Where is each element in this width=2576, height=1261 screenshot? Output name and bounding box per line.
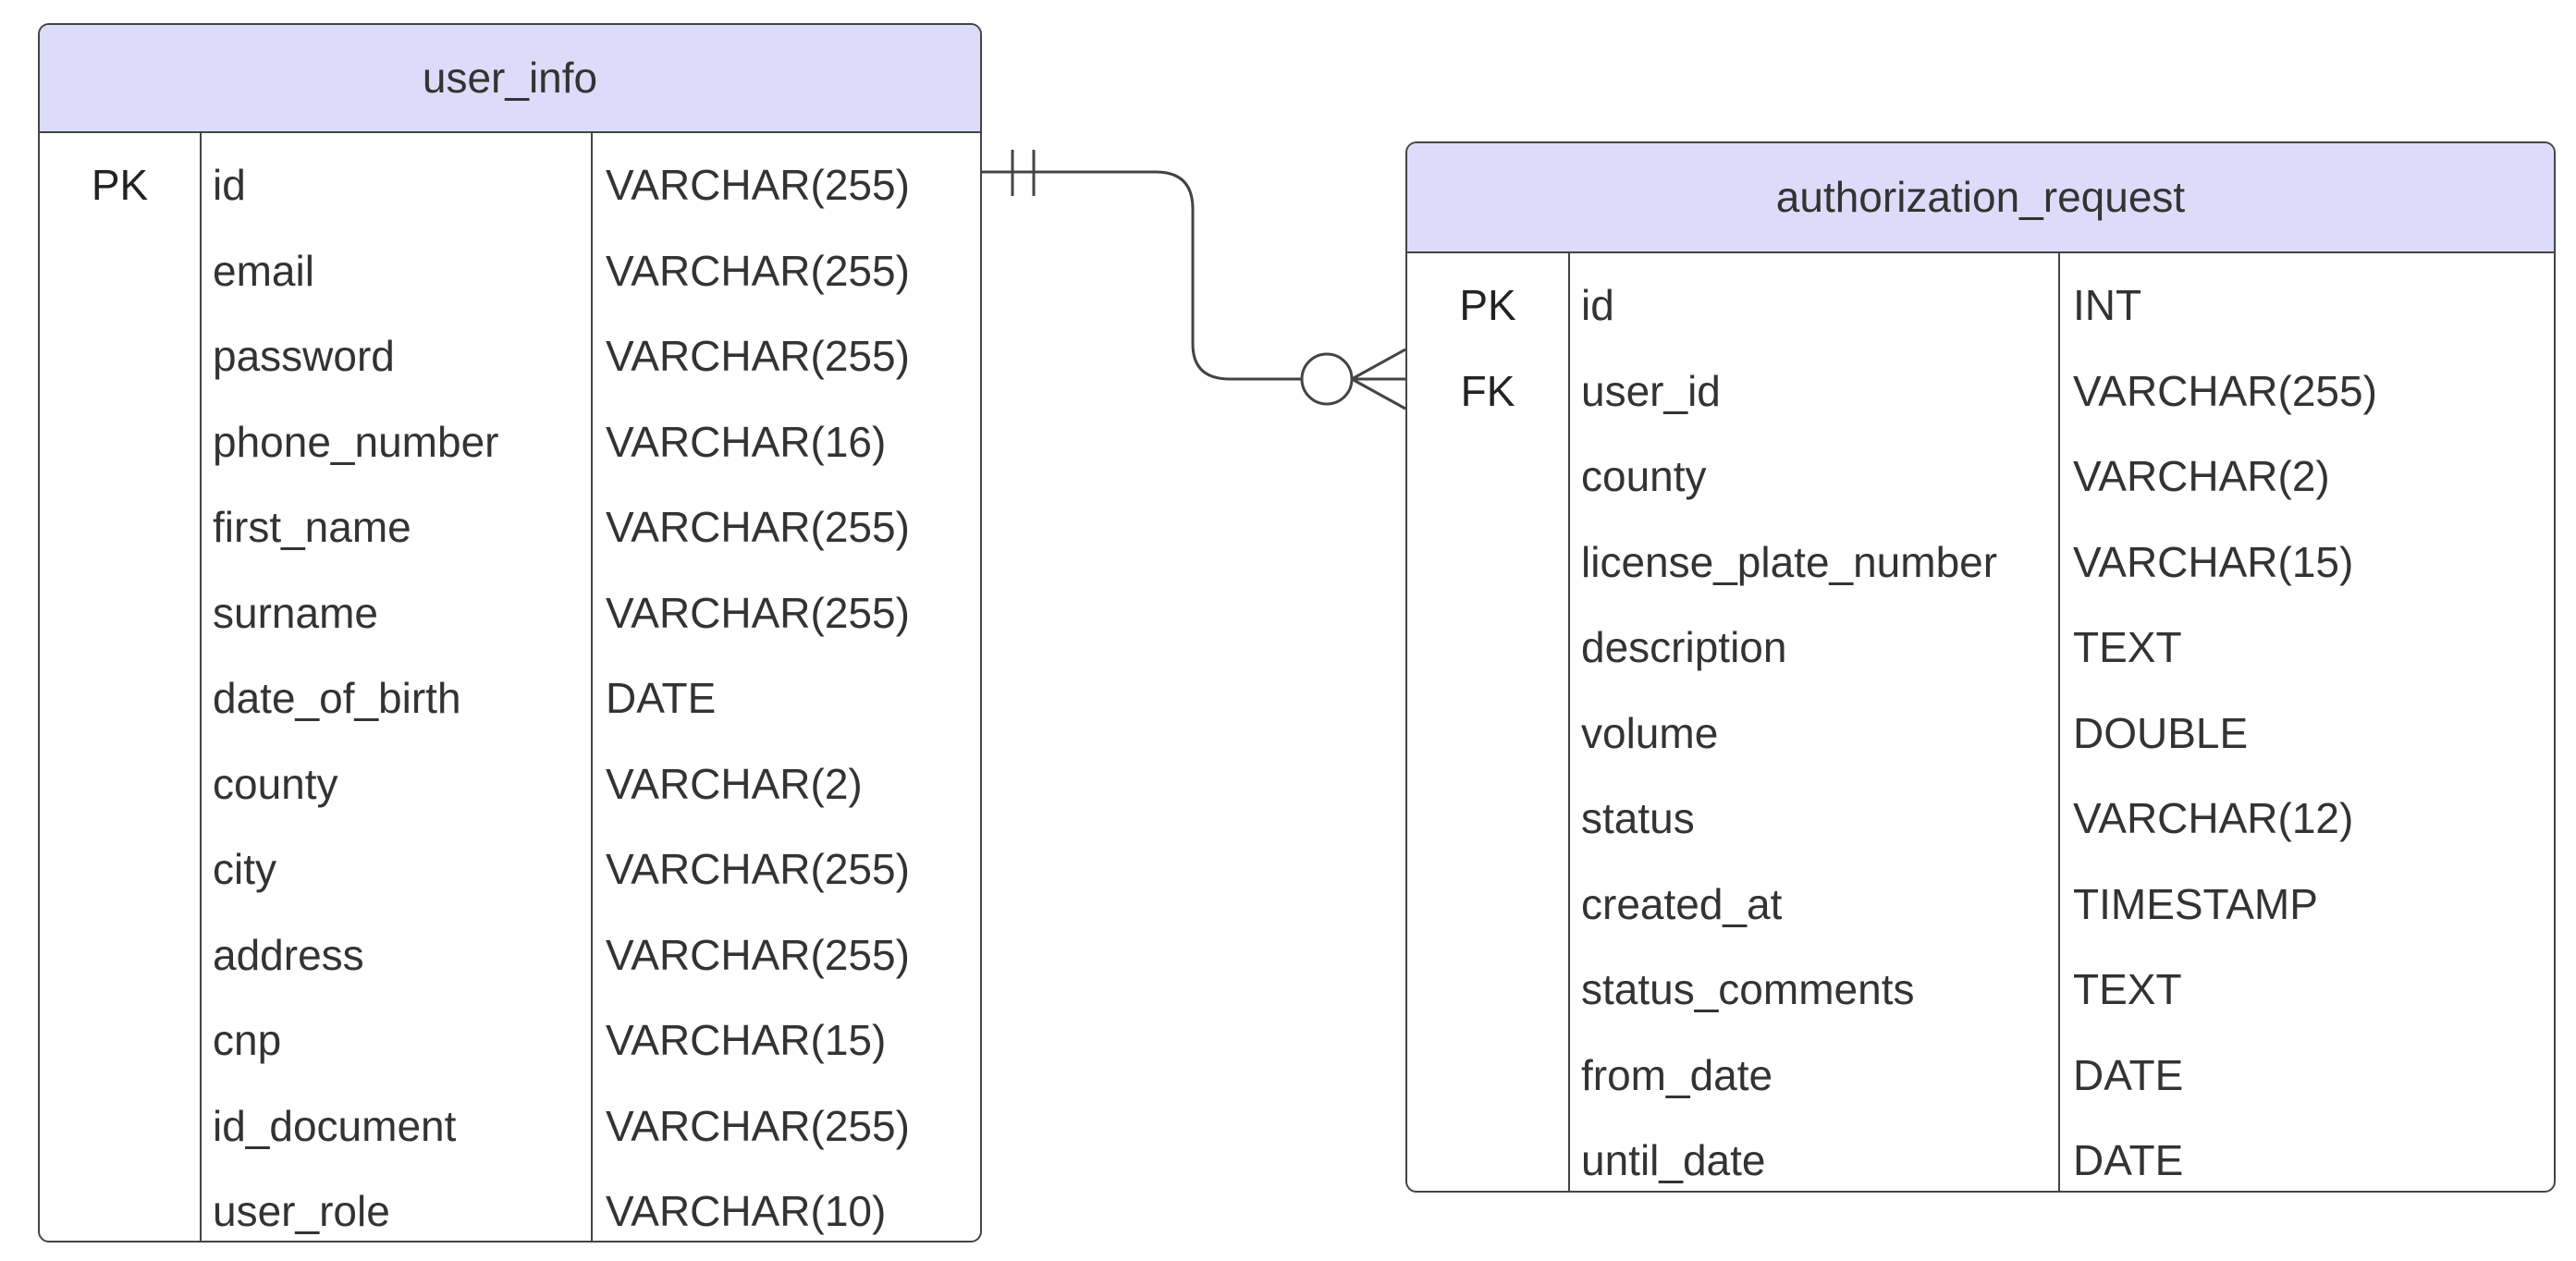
- user-info-row-county[interactable]: county VARCHAR(2): [40, 741, 980, 827]
- column-name: email: [213, 246, 314, 295]
- column-name: id_document: [213, 1101, 457, 1150]
- column-type: VARCHAR(15): [606, 1016, 887, 1065]
- user-info-row-date-of-birth[interactable]: date_of_birth DATE: [40, 655, 980, 741]
- user-info-row-cnp[interactable]: cnp VARCHAR(15): [40, 998, 980, 1083]
- column-name: address: [213, 930, 364, 979]
- authorization-request-table[interactable]: authorization_request PK id INT FK user_…: [1405, 141, 2556, 1193]
- column-name: phone_number: [213, 417, 499, 466]
- user-info-row-phone-number[interactable]: phone_number VARCHAR(16): [40, 399, 980, 485]
- relationship-line: [982, 170, 1302, 381]
- authorization-request-row-volume[interactable]: volume DOUBLE: [1407, 691, 2554, 777]
- column-name: user_role: [213, 1187, 390, 1236]
- user-info-title: user_info: [40, 25, 980, 133]
- authorization-request-key-divider: [1568, 253, 1570, 1191]
- user-info-row-password[interactable]: password VARCHAR(255): [40, 313, 980, 399]
- column-type: DATE: [606, 674, 717, 723]
- column-type: VARCHAR(255): [606, 332, 910, 381]
- column-type: VARCHAR(2): [606, 759, 863, 808]
- column-type: VARCHAR(255): [606, 1101, 910, 1150]
- user-info-table[interactable]: user_info PK id VARCHAR(255) email VARCH…: [38, 23, 982, 1243]
- column-type: INT: [2073, 281, 2142, 330]
- user-info-row-user-role[interactable]: user_role VARCHAR(10): [40, 1169, 980, 1241]
- column-name: license_plate_number: [1581, 537, 1998, 586]
- crows-foot-bottom: [1351, 377, 1406, 410]
- authorization-request-type-divider: [2058, 253, 2060, 1191]
- authorization-request-row-id[interactable]: PK id INT: [1407, 263, 2554, 349]
- key-label: PK: [91, 161, 149, 210]
- authorization-request-title: authorization_request: [1407, 143, 2554, 253]
- column-name: status: [1581, 794, 1695, 843]
- column-type: VARCHAR(16): [606, 417, 887, 466]
- user-info-body: PK id VARCHAR(255) email VARCHAR(255) pa…: [40, 133, 980, 1241]
- column-name: county: [213, 759, 338, 808]
- column-name: date_of_birth: [213, 674, 461, 723]
- authorization-request-row-license-plate-number[interactable]: license_plate_number VARCHAR(15): [1407, 520, 2554, 606]
- column-type: VARCHAR(255): [606, 588, 910, 637]
- user-info-type-divider: [591, 133, 593, 1241]
- authorization-request-row-created-at[interactable]: created_at TIMESTAMP: [1407, 862, 2554, 948]
- authorization-request-row-status[interactable]: status VARCHAR(12): [1407, 776, 2554, 862]
- authorization-request-row-user-id[interactable]: FK user_id VARCHAR(255): [1407, 349, 2554, 435]
- column-name: id: [1581, 281, 1614, 330]
- user-info-key-divider: [200, 133, 202, 1241]
- crows-foot-top: [1351, 348, 1406, 381]
- column-type: TEXT: [2073, 623, 2182, 672]
- zero-circle: [1300, 352, 1354, 406]
- column-name: created_at: [1581, 879, 1783, 928]
- column-type: VARCHAR(255): [606, 845, 910, 894]
- user-info-row-surname[interactable]: surname VARCHAR(255): [40, 570, 980, 656]
- column-type: VARCHAR(255): [606, 161, 910, 210]
- column-type: VARCHAR(15): [2073, 537, 2354, 586]
- column-name: surname: [213, 588, 378, 637]
- column-name: password: [213, 332, 395, 381]
- column-type: VARCHAR(10): [606, 1187, 887, 1236]
- column-name: id: [213, 161, 246, 210]
- user-info-row-id-document[interactable]: id_document VARCHAR(255): [40, 1083, 980, 1169]
- user-info-row-email[interactable]: email VARCHAR(255): [40, 228, 980, 314]
- column-type: DOUBLE: [2073, 708, 2249, 757]
- column-type: DATE: [2073, 1136, 2184, 1185]
- authorization-request-row-from-date[interactable]: from_date DATE: [1407, 1033, 2554, 1119]
- column-type: VARCHAR(255): [606, 503, 910, 552]
- column-name: cnp: [213, 1016, 282, 1065]
- user-info-row-city[interactable]: city VARCHAR(255): [40, 826, 980, 912]
- user-info-row-id[interactable]: PK id VARCHAR(255): [40, 142, 980, 228]
- column-type: TEXT: [2073, 965, 2182, 1014]
- column-name: status_comments: [1581, 965, 1915, 1014]
- column-name: description: [1581, 623, 1787, 672]
- authorization-request-row-county[interactable]: county VARCHAR(2): [1407, 434, 2554, 520]
- column-name: until_date: [1581, 1136, 1766, 1185]
- column-type: VARCHAR(255): [606, 930, 910, 979]
- column-name: city: [213, 845, 276, 894]
- column-type: VARCHAR(12): [2073, 794, 2354, 843]
- column-name: volume: [1581, 708, 1719, 757]
- authorization-request-row-until-date[interactable]: until_date DATE: [1407, 1118, 2554, 1191]
- column-type: VARCHAR(255): [2073, 366, 2377, 415]
- user-info-row-address[interactable]: address VARCHAR(255): [40, 912, 980, 998]
- column-name: county: [1581, 452, 1707, 501]
- column-type: VARCHAR(255): [606, 246, 910, 295]
- column-type: TIMESTAMP: [2073, 879, 2318, 928]
- authorization-request-row-status-comments[interactable]: status_comments TEXT: [1407, 947, 2554, 1033]
- authorization-request-row-description[interactable]: description TEXT: [1407, 605, 2554, 691]
- column-name: user_id: [1581, 366, 1721, 415]
- column-name: from_date: [1581, 1050, 1773, 1099]
- key-label: FK: [1460, 366, 1515, 415]
- column-name: first_name: [213, 503, 411, 552]
- column-type: VARCHAR(2): [2073, 452, 2330, 501]
- authorization-request-body: PK id INT FK user_id VARCHAR(255) county…: [1407, 253, 2554, 1191]
- column-type: DATE: [2073, 1050, 2184, 1099]
- user-info-row-first-name[interactable]: first_name VARCHAR(255): [40, 484, 980, 570]
- key-label: PK: [1459, 281, 1516, 330]
